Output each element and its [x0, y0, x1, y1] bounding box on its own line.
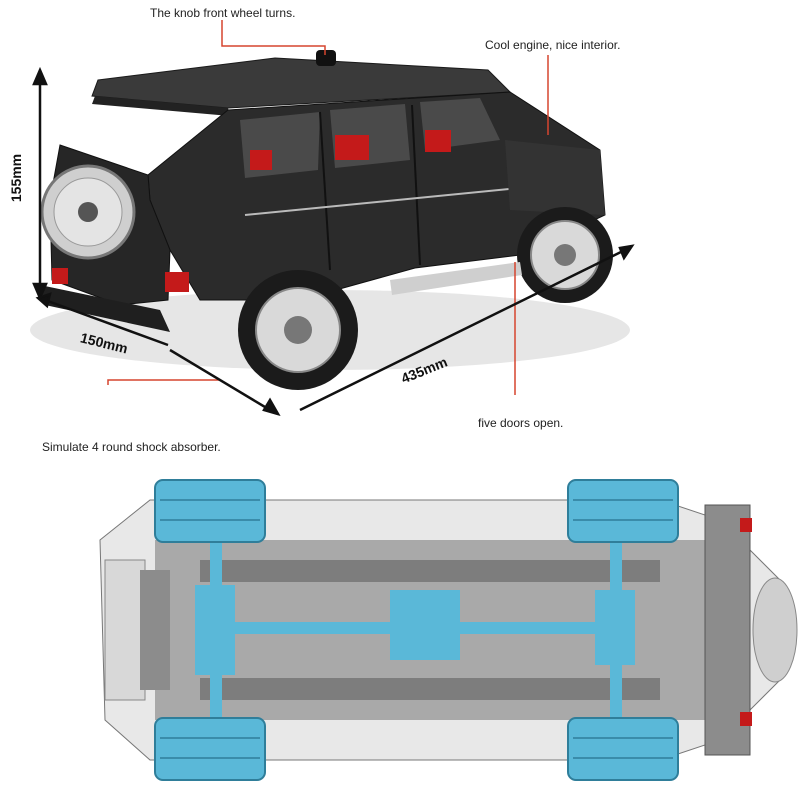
height-dimension-label: 155mm	[8, 153, 25, 203]
doors-annotation: five doors open.	[478, 416, 564, 430]
engine-annotation: Cool engine, nice interior.	[485, 38, 621, 52]
shock-annotation: Simulate 4 round shock absorber.	[42, 440, 221, 454]
leader-lines	[107, 20, 549, 395]
roof-knob	[316, 50, 336, 66]
knob-annotation: The knob front wheel turns.	[150, 6, 296, 20]
dimension-arrows	[32, 66, 635, 417]
vehicle-3d-view	[30, 50, 630, 390]
chassis-bottom-view	[99, 479, 798, 781]
